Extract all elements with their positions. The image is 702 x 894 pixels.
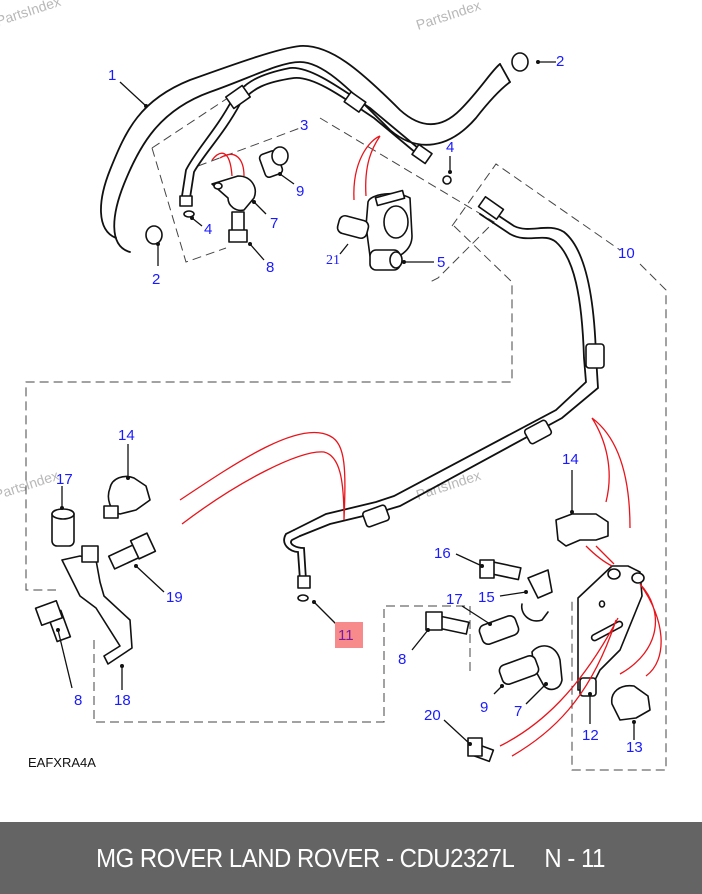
footer-page-ref: N - 11: [544, 842, 606, 873]
callout-11[interactable]: 11: [338, 627, 354, 644]
callout-7[interactable]: 7: [514, 703, 522, 720]
callout-14[interactable]: 14: [562, 451, 579, 468]
pipe-fitting: [224, 84, 252, 110]
hose-fitting: [362, 504, 390, 528]
callout-2[interactable]: 2: [556, 53, 564, 70]
callout-1[interactable]: 1: [108, 67, 116, 84]
hose-1: [100, 45, 501, 239]
callout-17[interactable]: 17: [446, 591, 463, 608]
link-line: [585, 545, 615, 567]
callout-2[interactable]: 2: [152, 271, 160, 288]
callout-21[interactable]: 21: [326, 253, 340, 268]
nut-12: [579, 677, 597, 697]
o-ring-11: [297, 594, 309, 602]
hose-fitting: [523, 419, 553, 445]
callout-12[interactable]: 12: [582, 727, 599, 744]
link-line: [353, 135, 381, 201]
callout-14[interactable]: 14: [118, 427, 135, 444]
callout-9[interactable]: 9: [480, 699, 488, 716]
hose-fitting: [585, 343, 605, 369]
o-ring-4: [442, 175, 452, 185]
watermark: PartsIndex: [414, 0, 483, 33]
leader-lines: [56, 60, 636, 746]
spacer-9: [498, 654, 540, 686]
callout-15[interactable]: 15: [478, 589, 495, 606]
hose-10: [299, 205, 599, 537]
link-line: [619, 583, 662, 677]
link-line: [591, 417, 631, 529]
footer-bar: MG ROVER LAND ROVER - CDU2327L N - 11: [0, 822, 702, 894]
callout-5[interactable]: 5: [437, 254, 445, 271]
spacer-17: [478, 614, 520, 646]
link-line: [211, 152, 245, 177]
callout-16[interactable]: 16: [434, 545, 451, 562]
callout-10[interactable]: 10: [618, 245, 635, 262]
fitting-21: [336, 214, 370, 240]
parts-diagram: PartsIndex PartsIndex PartsIndex PartsIn…: [0, 0, 667, 771]
callout-19[interactable]: 19: [166, 589, 183, 606]
group-box-main: [25, 225, 513, 723]
hose-fitting: [477, 195, 505, 221]
clip-14: [555, 513, 609, 547]
clamp-7: [211, 175, 256, 212]
pipe-3: [181, 67, 419, 197]
callout-3[interactable]: 3: [300, 117, 308, 134]
watermark: PartsIndex: [0, 0, 63, 29]
link-line: [179, 431, 346, 525]
highlighted-callout-bg: [335, 622, 363, 648]
callout-7[interactable]: 7: [270, 215, 278, 232]
diagram-code: EAFXRA4A: [28, 755, 96, 770]
group-box-4: [151, 85, 247, 263]
o-ring-4: [183, 210, 195, 218]
callout-17[interactable]: 17: [56, 471, 73, 488]
callout-13[interactable]: 13: [626, 739, 643, 756]
pipe-fitting: [343, 91, 367, 113]
callout-8[interactable]: 8: [74, 692, 82, 709]
group-box-10: [451, 163, 667, 771]
callout-4[interactable]: 4: [204, 221, 212, 238]
watermark: PartsIndex: [414, 467, 483, 503]
footer-title: MG ROVER LAND ROVER - CDU2327L N - 11: [97, 843, 606, 874]
watermark: PartsIndex: [0, 467, 61, 503]
footer-separator: -: [380, 842, 401, 873]
callout-8[interactable]: 8: [398, 651, 406, 668]
bracket-18: [61, 555, 133, 665]
callout-9[interactable]: 9: [296, 183, 304, 200]
callout-20[interactable]: 20: [424, 707, 441, 724]
hose-clip-2: [145, 225, 163, 245]
footer-brand: MG ROVER LAND ROVER: [96, 842, 381, 873]
footer-part-number: CDU2327L: [400, 842, 514, 873]
clamp-15: [520, 569, 553, 622]
pipe-nut: [411, 143, 433, 165]
link-line: [499, 617, 619, 757]
clip-14: [107, 475, 151, 515]
callout-8[interactable]: 8: [266, 259, 274, 276]
clip-13: [610, 684, 651, 721]
clamp-7: [531, 645, 563, 691]
callout-18[interactable]: 18: [114, 692, 131, 709]
group-box-3: [197, 117, 495, 283]
hose-clip-2: [511, 52, 529, 72]
pipe-11: [290, 535, 307, 581]
callout-4[interactable]: 4: [446, 139, 454, 156]
